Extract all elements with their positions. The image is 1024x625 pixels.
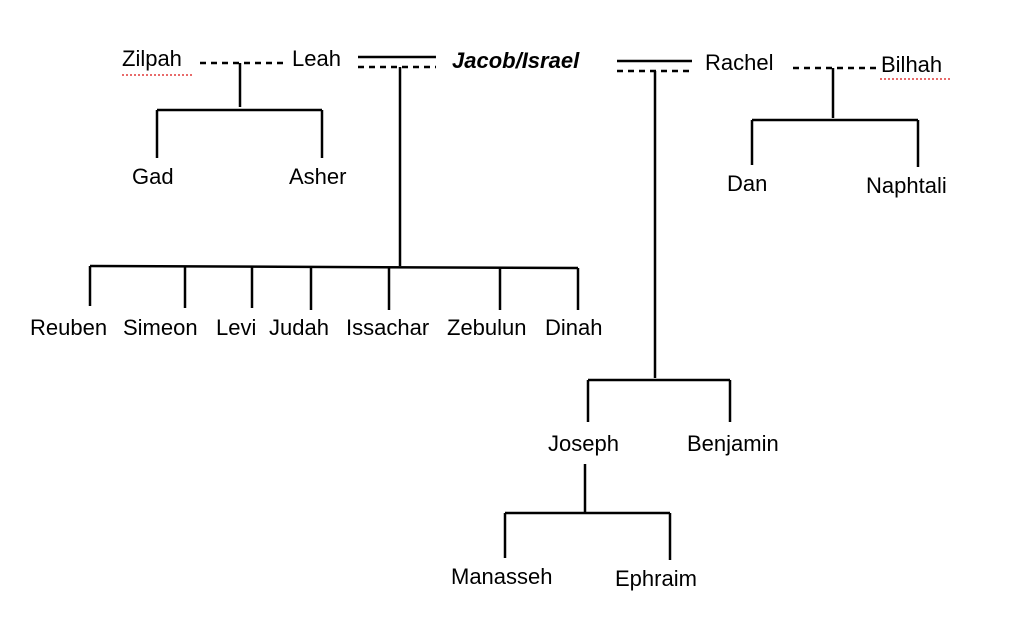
person-manasseh: Manasseh xyxy=(451,564,553,589)
person-asher: Asher xyxy=(289,164,346,189)
person-jacob-israel: Jacob/Israel xyxy=(452,48,580,73)
person-bilhah: Bilhah xyxy=(881,52,942,77)
person-judah: Judah xyxy=(269,315,329,340)
person-dinah: Dinah xyxy=(545,315,602,340)
person-reuben: Reuben xyxy=(30,315,107,340)
person-gad: Gad xyxy=(132,164,174,189)
person-rachel: Rachel xyxy=(705,50,773,75)
person-zilpah: Zilpah xyxy=(122,46,182,71)
spellcheck-underlines xyxy=(122,74,950,80)
bar-leah-children xyxy=(89,264,579,270)
person-simeon: Simeon xyxy=(123,315,198,340)
person-benjamin: Benjamin xyxy=(687,431,779,456)
person-levi: Levi xyxy=(216,315,256,340)
person-naphtali: Naphtali xyxy=(866,173,947,198)
person-joseph: Joseph xyxy=(548,431,619,456)
connectors xyxy=(88,55,920,560)
person-leah: Leah xyxy=(292,46,341,71)
person-zebulun: Zebulun xyxy=(447,315,527,340)
person-ephraim: Ephraim xyxy=(615,566,697,591)
person-dan: Dan xyxy=(727,171,767,196)
person-issachar: Issachar xyxy=(346,315,429,340)
person-labels: Zilpah Leah Jacob/Israel Rachel Bilhah G… xyxy=(30,46,947,591)
